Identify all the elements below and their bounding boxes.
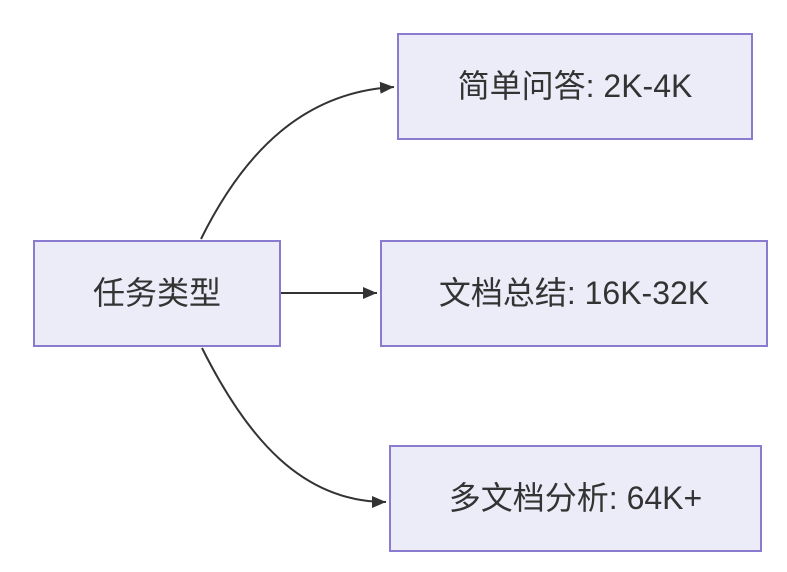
node-simple-qa-label: 简单问答: 2K-4K [457, 68, 693, 105]
node-multi-doc-analysis: 多文档分析: 64K+ [389, 445, 762, 552]
edge-root-to-qa [200, 81, 395, 240]
edge-root-to-multi [201, 347, 387, 508]
node-task-type-label: 任务类型 [92, 275, 221, 312]
node-doc-summary: 文档总结: 16K-32K [380, 240, 768, 347]
node-multi-doc-analysis-label: 多文档分析: 64K+ [448, 480, 703, 517]
node-task-type: 任务类型 [33, 240, 281, 347]
node-simple-qa: 简单问答: 2K-4K [397, 33, 753, 140]
node-doc-summary-label: 文档总结: 16K-32K [438, 275, 710, 312]
